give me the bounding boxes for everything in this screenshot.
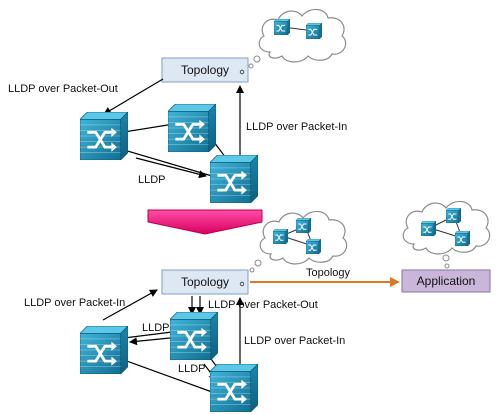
switch-icon [80,112,128,160]
cloud-switch-icon [306,23,322,39]
cloud-switch-icon [446,208,461,223]
packet-out-arrow [103,78,164,115]
cloud-switch-icon [455,231,470,246]
thought-bubble-dot [442,254,450,262]
thought-cloud [258,8,347,63]
top-section: Topology LLDP over Packet-Out LLDP over … [8,8,347,203]
thought-bubble-dot [249,267,255,273]
cloud-switch-icon [306,239,321,254]
edge-label-packet-out: LLDP over Packet-Out [8,83,118,95]
link-line [123,331,173,339]
switch-icon [210,155,258,203]
transition-arrow [147,209,263,235]
box-port-icon [239,69,245,75]
topology-flow-arrowhead [390,277,400,287]
switch-icon [170,312,218,360]
topology-box-top: Topology [161,57,249,83]
topology-box-label: Topology [181,275,229,289]
thought-bubble-dot [248,63,254,69]
edge-label-lldp: LLDP [178,363,206,375]
thought-bubble-dot [444,263,450,269]
lldp-arrow-left [129,337,171,346]
cloud-switch-icon [421,221,436,236]
switch-icon [80,326,128,374]
edge-label-packet-out: LLDP over Packet-Out [208,299,318,311]
cloud-switch-icon [274,19,290,35]
box-port-icon [239,281,245,287]
application-box: Application [401,269,491,293]
thought-bubble-dot [254,259,262,267]
thought-cloud [402,200,491,255]
bottom-section: Topology Application Topology LLDP over … [24,200,491,412]
packet-in-arrow-left [102,289,158,321]
thought-bubble-dot [253,55,261,63]
topology-box-label: Topology [181,63,229,77]
cloud-switch-icon [273,229,288,244]
topology-flow-label: Topology [306,267,351,279]
lldp-arrow [135,157,207,179]
link-line [123,149,213,177]
link-line [123,123,175,133]
topology-box-bottom: Topology [161,269,249,295]
edge-label-lldp: LLDP [138,174,166,186]
link-line [123,359,213,393]
edge-label-packet-in-right: LLDP over Packet-In [244,335,345,347]
cloud-switch-icon [296,218,311,233]
application-box-label: Application [417,274,476,288]
edge-label-lldp: LLDP [142,322,170,334]
edge-label-packet-in: LLDP over Packet-In [246,121,347,133]
edge-label-packet-in-left: LLDP over Packet-In [24,297,125,309]
switch-icon [168,104,216,152]
switch-icon [210,364,258,412]
